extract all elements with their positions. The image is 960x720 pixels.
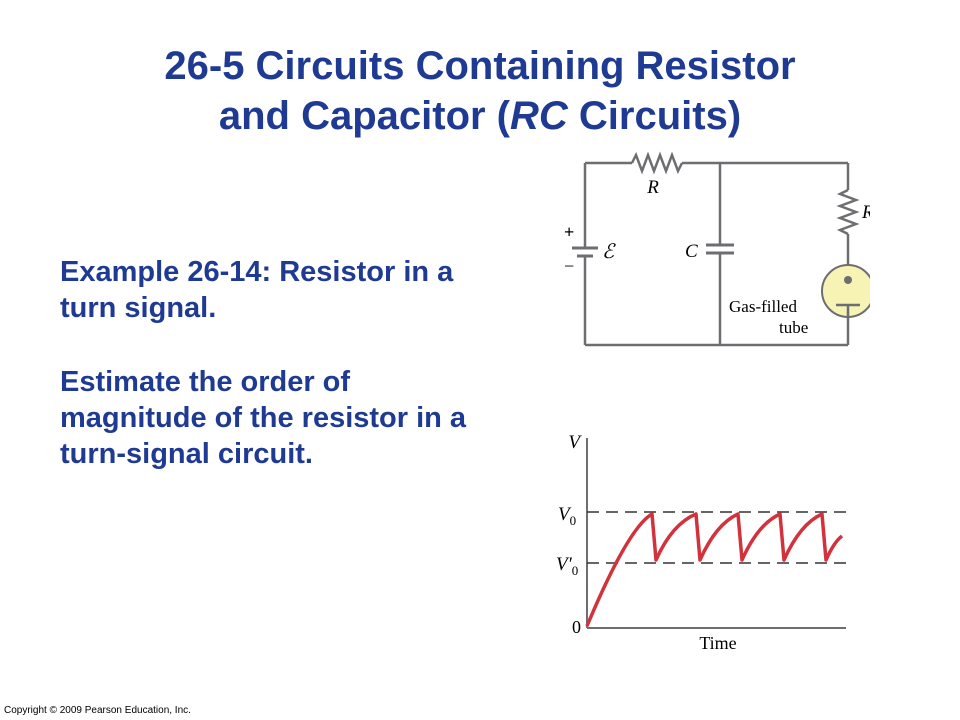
label-plus: + xyxy=(564,222,574,242)
label-emf: ℰ xyxy=(602,241,616,263)
slide-title: 26-5 Circuits Containing Resistor and Ca… xyxy=(0,41,960,141)
label-tube-1: Gas-filled xyxy=(729,297,797,316)
label-r: R xyxy=(646,177,659,198)
copyright-notice: Copyright © 2009 Pearson Education, Inc. xyxy=(4,705,191,716)
voltage-time-graph: V V0 V′0 0 Time xyxy=(556,432,846,653)
example-heading: Example 26-14: Resistor in a turn signal… xyxy=(60,256,454,324)
label-v0-sub: 0 xyxy=(570,513,577,528)
label-v0-main: V xyxy=(558,504,572,525)
resistor-r xyxy=(630,151,684,175)
label-time: Time xyxy=(699,633,736,653)
label-tube-2: tube xyxy=(779,318,808,337)
label-minus: − xyxy=(564,256,574,276)
rc-circuit-diagram: R R′ C ℰ + − Gas-filled tube xyxy=(564,151,870,347)
label-v0-prime-sub: 0 xyxy=(572,563,579,578)
label-v-axis: V xyxy=(568,432,582,453)
title-line-2-rc: RC xyxy=(510,93,568,138)
title-line-2: and Capacitor (RC Circuits) xyxy=(0,91,960,141)
label-c: C xyxy=(685,241,698,262)
label-v0-prime-main: V′ xyxy=(556,554,573,575)
resistor-r-prime xyxy=(836,188,860,236)
charging-curve xyxy=(585,512,844,627)
title-line-2-pre: and Capacitor ( xyxy=(218,93,510,138)
label-r-prime: R′ xyxy=(861,202,870,223)
title-line-2-post: Circuits) xyxy=(567,93,742,138)
tube-electrode-top xyxy=(844,276,852,284)
label-zero: 0 xyxy=(572,617,581,637)
title-line-1: 26-5 Circuits Containing Resistor xyxy=(164,43,796,88)
gas-filled-tube xyxy=(821,264,870,318)
label-v0: V0 xyxy=(558,504,576,528)
label-v0-prime: V′0 xyxy=(556,554,578,578)
example-question: Estimate the order of magnitude of the r… xyxy=(60,366,467,470)
